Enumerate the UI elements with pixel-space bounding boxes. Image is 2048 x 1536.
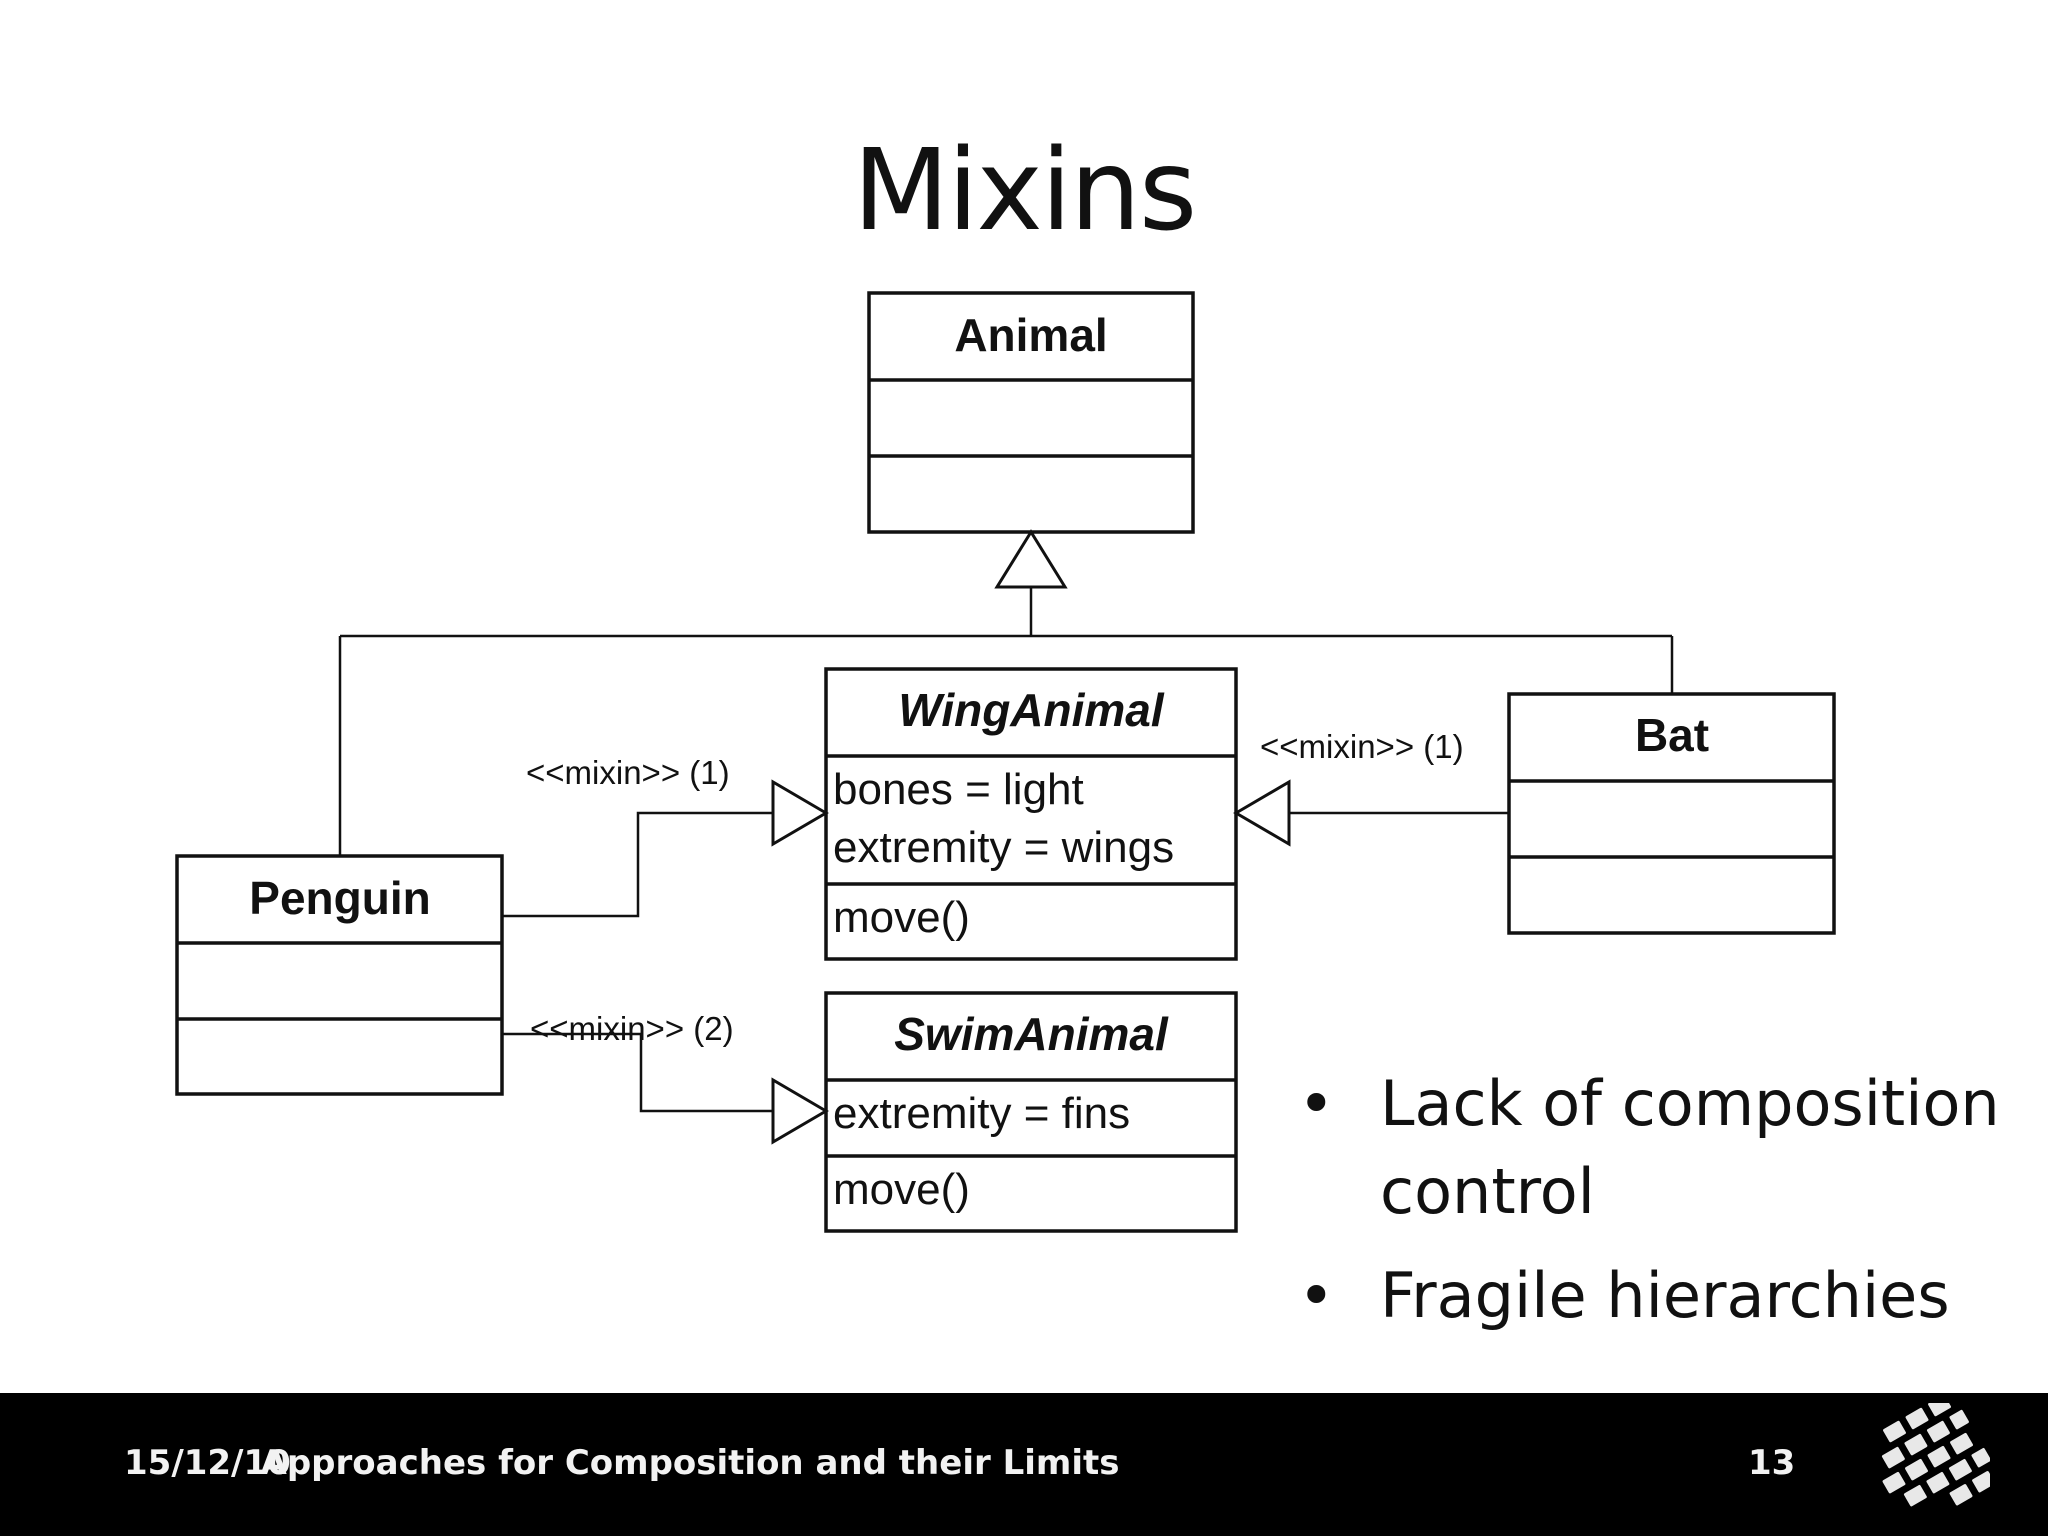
bullet-item: • Fragile hierarchies bbox=[1290, 1252, 2010, 1340]
class-bat: Bat bbox=[1507, 692, 1836, 935]
class-swim-animal: SwimAnimal extremity = fins move() bbox=[824, 991, 1238, 1233]
bullet-dot: • bbox=[1298, 1259, 1335, 1332]
class-wing-animal: WingAnimal bones = light extremity = win… bbox=[824, 667, 1238, 961]
bullet-item: • Lack of composition control bbox=[1290, 1060, 2010, 1236]
bullet-text: Fragile hierarchies bbox=[1380, 1259, 1950, 1332]
bullet-text-continued: control bbox=[1380, 1155, 1595, 1228]
wing-animal-attribute: bones = light bbox=[833, 765, 1084, 814]
slide-footer: 15/12/10 Approaches for Composition and … bbox=[0, 1393, 2048, 1536]
class-bat-name: Bat bbox=[1635, 709, 1709, 761]
footer-date: 15/12/10 bbox=[124, 1443, 291, 1483]
bullet-dot: • bbox=[1298, 1067, 1335, 1140]
class-animal: Animal bbox=[867, 291, 1195, 534]
slide-title: Mixins bbox=[852, 126, 1197, 256]
class-penguin-name: Penguin bbox=[249, 872, 430, 924]
swim-animal-operation: move() bbox=[833, 1165, 970, 1214]
mixin-label: <<mixin>> (1) bbox=[1260, 728, 1464, 765]
footer-title: Approaches for Composition and their Lim… bbox=[260, 1443, 1120, 1483]
wing-animal-attribute: extremity = wings bbox=[833, 823, 1174, 872]
mixin-penguin-swim: <<mixin>> (2) bbox=[502, 1010, 829, 1145]
generalization-animal bbox=[338, 529, 1674, 856]
bullet-list: • Lack of composition control • Fragile … bbox=[1290, 1060, 2010, 1356]
institution-logo-icon bbox=[1878, 1403, 1990, 1510]
class-wing-animal-name: WingAnimal bbox=[898, 684, 1165, 736]
wing-animal-operation: move() bbox=[833, 893, 970, 942]
class-animal-name: Animal bbox=[954, 309, 1107, 361]
swim-animal-attribute: extremity = fins bbox=[833, 1089, 1130, 1138]
mixin-bat-wing: <<mixin>> (1) bbox=[1233, 728, 1509, 847]
class-penguin: Penguin bbox=[175, 854, 504, 1096]
mixin-label: <<mixin>> (2) bbox=[530, 1010, 734, 1047]
uml-class-diagram: Animal WingAnimal bones = light extremit… bbox=[175, 291, 1836, 1233]
class-swim-animal-name: SwimAnimal bbox=[894, 1008, 1169, 1060]
footer-page-number: 13 bbox=[1748, 1443, 1796, 1483]
bullet-text: Lack of composition bbox=[1380, 1067, 2000, 1140]
mixin-penguin-wing: <<mixin>> (1) bbox=[502, 754, 829, 918]
mixin-label: <<mixin>> (1) bbox=[526, 754, 730, 791]
